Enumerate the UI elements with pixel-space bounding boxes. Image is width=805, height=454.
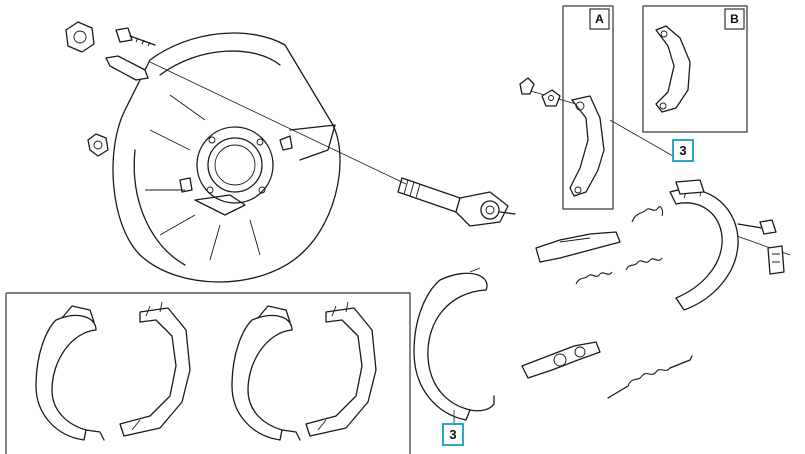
adjuster-spring-left xyxy=(575,271,613,285)
return-spring-long xyxy=(607,355,693,399)
inset-b: B xyxy=(642,5,748,133)
parking-brake-shoe-lower xyxy=(413,267,495,421)
flange-nut xyxy=(65,21,95,53)
backing-plate xyxy=(112,32,341,283)
brake-shoe-2 xyxy=(119,301,191,437)
shoe-strut xyxy=(535,231,621,263)
parking-brake-lever-left xyxy=(569,95,605,197)
inset-a-label: A xyxy=(595,12,604,26)
washer xyxy=(541,89,561,107)
anchor-bolt xyxy=(737,219,777,235)
adjuster-clip xyxy=(767,245,785,275)
callout-shoe-upper-label: 3 xyxy=(679,143,686,158)
adjuster-strut-small xyxy=(105,55,149,81)
callout-shoe-lower: 3 xyxy=(442,423,464,446)
inset-b-label-box xyxy=(724,8,745,30)
adjuster-assembly xyxy=(521,341,601,379)
mounting-bolt xyxy=(115,27,156,47)
parking-brake-lever-right xyxy=(655,25,691,113)
lock-nut xyxy=(87,133,109,157)
parking-brake-shoe-upper xyxy=(669,179,739,311)
rear-spindle xyxy=(397,177,516,227)
adjuster-spring-right xyxy=(625,257,663,271)
retaining-clip xyxy=(519,77,535,95)
inset-b-label: B xyxy=(730,12,739,26)
brake-shoe-3 xyxy=(231,305,301,441)
callout-shoe-upper: 3 xyxy=(672,139,694,162)
inset-a-label-box xyxy=(589,8,610,30)
inset-a: A xyxy=(562,5,614,210)
callout-shoe-lower-label: 3 xyxy=(449,427,456,442)
brake-shoe-4 xyxy=(305,301,377,437)
return-spring-top xyxy=(631,206,664,223)
brake-shoe-1 xyxy=(35,305,105,441)
shoe-set-box xyxy=(5,292,411,454)
